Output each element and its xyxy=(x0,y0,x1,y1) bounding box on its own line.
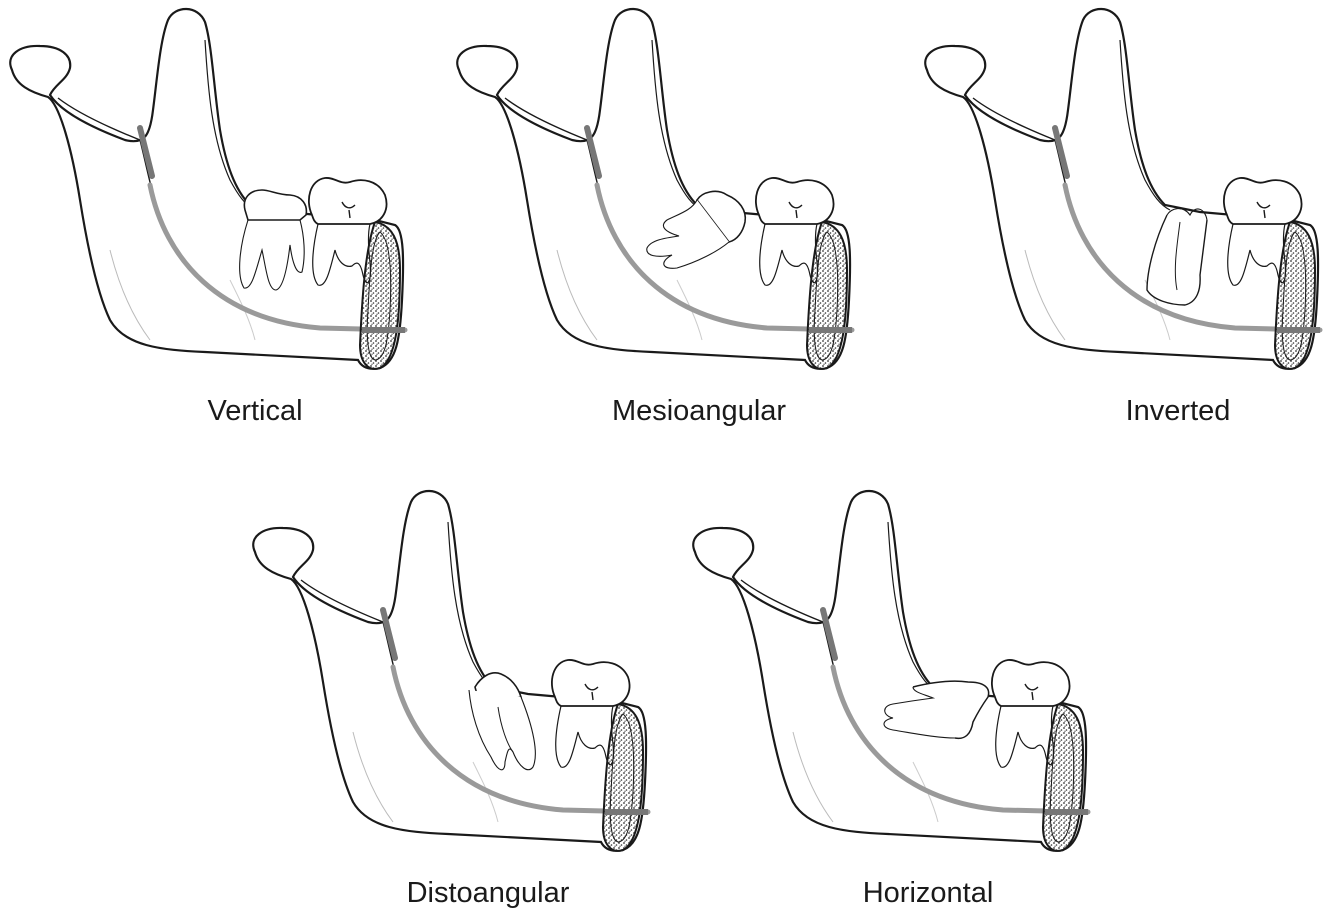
mandible-horizontal-illustration xyxy=(683,482,1103,862)
panel-distoangular: Distoangular xyxy=(243,482,683,882)
mandible-distoangular-illustration xyxy=(243,482,663,862)
mandible-vertical-illustration xyxy=(0,0,420,380)
label-vertical: Vertical xyxy=(207,395,302,428)
label-distoangular: Distoangular xyxy=(407,877,570,910)
mandible-inverted-illustration xyxy=(915,0,1329,380)
panel-horizontal: Horizontal xyxy=(683,482,1123,882)
label-inverted: Inverted xyxy=(1126,395,1231,428)
label-horizontal: Horizontal xyxy=(863,877,994,910)
mandible-mesioangular-illustration xyxy=(447,0,867,380)
panel-inverted: Inverted xyxy=(915,0,1329,400)
panel-vertical: Vertical xyxy=(0,0,440,400)
panel-mesioangular: Mesioangular xyxy=(447,0,887,400)
label-mesioangular: Mesioangular xyxy=(612,395,786,428)
